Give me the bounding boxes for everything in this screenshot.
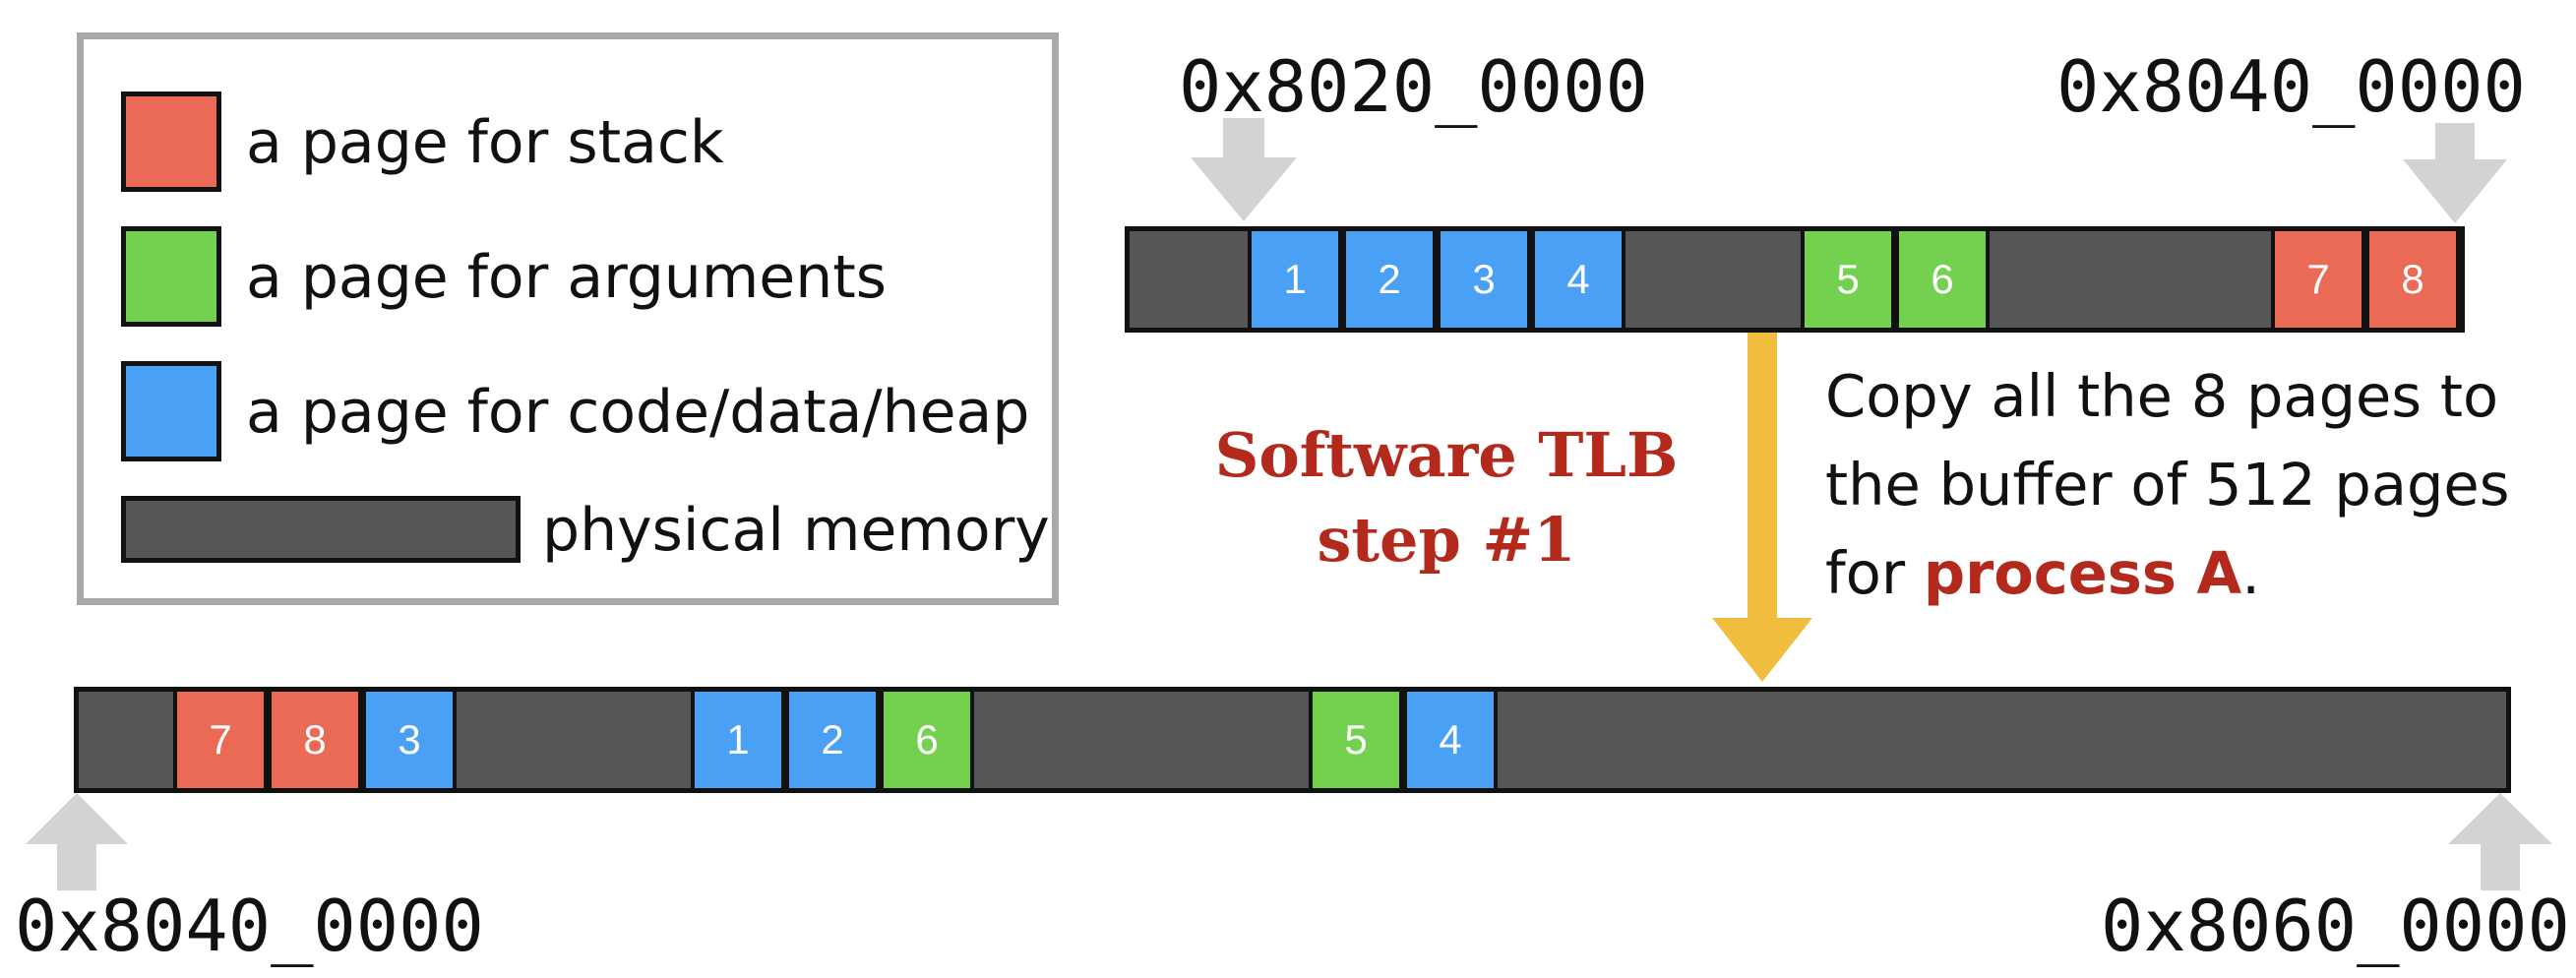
bottom-start-arrow bbox=[26, 793, 128, 890]
code-legend-label: a page for code/data/heap bbox=[246, 378, 1030, 447]
bottom-page: 5 bbox=[1309, 692, 1403, 788]
bottom-page: 8 bbox=[268, 692, 362, 788]
top-end-address: 0x8040_0000 bbox=[2056, 45, 2526, 128]
args-legend-label: a page for arguments bbox=[246, 243, 888, 312]
top-page: 3 bbox=[1437, 231, 1531, 328]
step-title-line2: step #1 bbox=[1317, 504, 1576, 576]
copy-description: Copy all the 8 pages to the buffer of 51… bbox=[1825, 364, 2553, 610]
buffer-memory-bar: 7 8 3 1 2 6 5 4 bbox=[74, 687, 2511, 793]
memory-legend-label: physical memory bbox=[542, 496, 1050, 565]
args-swatch bbox=[121, 226, 221, 327]
stack-swatch bbox=[121, 92, 221, 192]
bottom-end-address: 0x8060_0000 bbox=[2101, 885, 2570, 967]
source-memory-bar: 1 2 3 4 5 6 7 8 bbox=[1125, 226, 2465, 333]
top-page: 5 bbox=[1801, 231, 1895, 328]
top-page: 8 bbox=[2365, 231, 2460, 328]
description-suffix: . bbox=[2241, 539, 2260, 607]
bottom-page: 7 bbox=[173, 692, 268, 788]
bottom-page: 4 bbox=[1403, 692, 1498, 788]
code-swatch bbox=[121, 361, 221, 461]
description-line2: the buffer of 512 pages bbox=[1825, 451, 2510, 519]
bottom-start-address: 0x8040_0000 bbox=[15, 885, 484, 967]
bottom-page: 2 bbox=[785, 692, 880, 788]
copy-arrow bbox=[1712, 330, 1812, 682]
bottom-page: 3 bbox=[362, 692, 457, 788]
memory-swatch bbox=[121, 496, 521, 563]
process-name: process A bbox=[1923, 539, 2242, 607]
description-prefix: for bbox=[1825, 539, 1924, 607]
description-line3: for process A. bbox=[1825, 544, 2260, 602]
bottom-page: 1 bbox=[691, 692, 785, 788]
bottom-end-arrow bbox=[2448, 793, 2552, 890]
top-page: 1 bbox=[1248, 231, 1342, 328]
stack-legend-label: a page for stack bbox=[246, 108, 724, 177]
step-title-line1: Software TLB bbox=[1214, 419, 1679, 491]
top-start-address: 0x8020_0000 bbox=[1179, 45, 1648, 128]
top-start-arrow bbox=[1191, 118, 1297, 221]
bottom-page: 6 bbox=[880, 692, 974, 788]
top-page: 4 bbox=[1531, 231, 1625, 328]
top-page: 6 bbox=[1895, 231, 1990, 328]
top-page: 2 bbox=[1342, 231, 1437, 328]
top-end-arrow bbox=[2403, 123, 2507, 223]
top-page: 7 bbox=[2271, 231, 2365, 328]
legend-box: a page for stack a page for arguments a … bbox=[77, 32, 1059, 605]
description-line1: Copy all the 8 pages to bbox=[1825, 362, 2499, 430]
